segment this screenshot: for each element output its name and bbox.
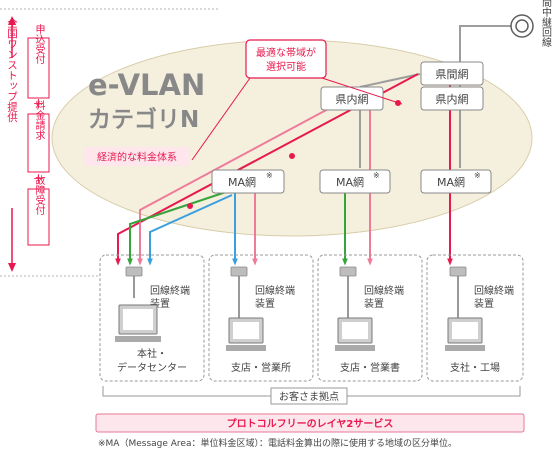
intra-pref-label-2: 県内網: [436, 92, 469, 106]
terminal-label-line1: 回線終端: [150, 284, 190, 297]
site-factory: 回線終端 装置 支社・工場: [445, 266, 514, 374]
step-billing: 料金請求: [33, 99, 45, 140]
site-name-factory: 支社・工場: [450, 361, 500, 374]
feature-badge-label: 経済的な料金体系: [97, 151, 177, 164]
panel-arrow-up-icon: [8, 16, 16, 25]
customer-sites-bracket: お客さま拠点: [102, 386, 521, 405]
terminal-label-line2: 装置: [255, 297, 275, 310]
junction-dot-3: [187, 203, 193, 209]
node-ma-3: MA網 ※: [420, 169, 492, 194]
terminal-label-line2: 装置: [364, 297, 384, 310]
terminal-label-line1: 回線終端: [255, 284, 295, 297]
step-box-fault: [27, 188, 50, 246]
category-title-n: カテゴリN: [88, 106, 199, 133]
node-intra-pref-1: 県内網: [320, 86, 384, 111]
junction-dot-2: [289, 153, 295, 159]
site-name-branch2: 支店・営業書: [340, 361, 400, 374]
terminal-device-icon: [449, 266, 467, 277]
main-label: 全国ワンストップ提供: [6, 17, 18, 124]
site-name-branch1: 支店・営業所: [231, 361, 291, 374]
ma-mark-3: ※: [474, 171, 481, 180]
site-box-branch2: [317, 254, 423, 382]
site-box-branch1: [208, 254, 314, 382]
ma-label-1: MA網: [228, 175, 256, 189]
relay-line-label: 東西間中継回線: [540, 0, 552, 47]
site-box-factory: [426, 254, 524, 382]
callout-line2: 選択可能: [266, 60, 306, 73]
route-red-hq: [115, 73, 419, 266]
plus-1: ＋: [32, 97, 44, 111]
site-branch1: 回線終端 装置 支店・営業所: [226, 266, 295, 374]
prefectural-label: 県間網: [436, 67, 469, 81]
node-ma-1: MA網 ※: [211, 169, 285, 194]
site-name-hq-line1: 本社・: [137, 347, 167, 360]
terminal-label-line2: 装置: [474, 297, 494, 310]
step-box-apply: [27, 37, 50, 99]
customer-sites-label: お客さま拠点: [279, 390, 339, 403]
terminal-device-icon: [125, 266, 143, 277]
main-label-bg: [4, 58, 20, 208]
ma-label-3: MA網: [437, 175, 465, 189]
node-ma-2: MA網 ※: [319, 169, 391, 194]
terminal-label-line1: 回線終端: [474, 284, 514, 297]
callout-line1: 最適な帯域が: [256, 46, 316, 59]
service-bar-label: プロトコルフリーのレイヤ2サービス: [227, 417, 394, 430]
panel-arrow-down-icon: [8, 263, 16, 272]
ma-mark-2: ※: [373, 171, 380, 180]
bandwidth-callout: 最適な帯域が 選択可能: [191, 39, 403, 161]
site-hq: 回線終端 装置 本社・ データセンター: [115, 266, 190, 374]
node-intra-pref-2: 県内網: [420, 86, 484, 111]
terminal-device-icon: [339, 266, 357, 277]
step-box-billing: [27, 113, 50, 173]
terminal-label-line1: 回線終端: [364, 284, 404, 297]
intra-pref-label-1: 県内網: [336, 92, 369, 106]
terminal-device-icon: [230, 266, 248, 277]
route-blue-hq: [147, 194, 233, 266]
route-pink-hq: [137, 107, 331, 266]
ma-mark-1: ※: [266, 171, 273, 180]
category-title-evlan: e-VLAN: [88, 68, 205, 102]
route-green-hq: [127, 189, 233, 266]
site-name-hq-line2: データセンター: [117, 361, 187, 374]
node-prefectural: 県間網: [420, 61, 484, 86]
step-apply: 申込受付: [33, 23, 45, 65]
service-bar: [95, 413, 525, 433]
footnote: ※MA（Message Area：単位料金区域）：電話料金算出の際に使用する地域…: [98, 437, 457, 449]
relay-circle-inner-icon: [515, 19, 529, 33]
site-branch2: 回線終端 装置 支店・営業書: [335, 266, 404, 374]
left-panel: 全国ワンストップ提供 申込受付 ＋ 料金請求 ＋ 故障受付: [4, 16, 50, 272]
ma-label-2: MA網: [336, 175, 364, 189]
site-box-hq: [99, 254, 205, 382]
step-fault: 故障受付: [33, 174, 45, 216]
feature-badge: [84, 147, 190, 166]
plus-2: ＋: [32, 172, 44, 186]
